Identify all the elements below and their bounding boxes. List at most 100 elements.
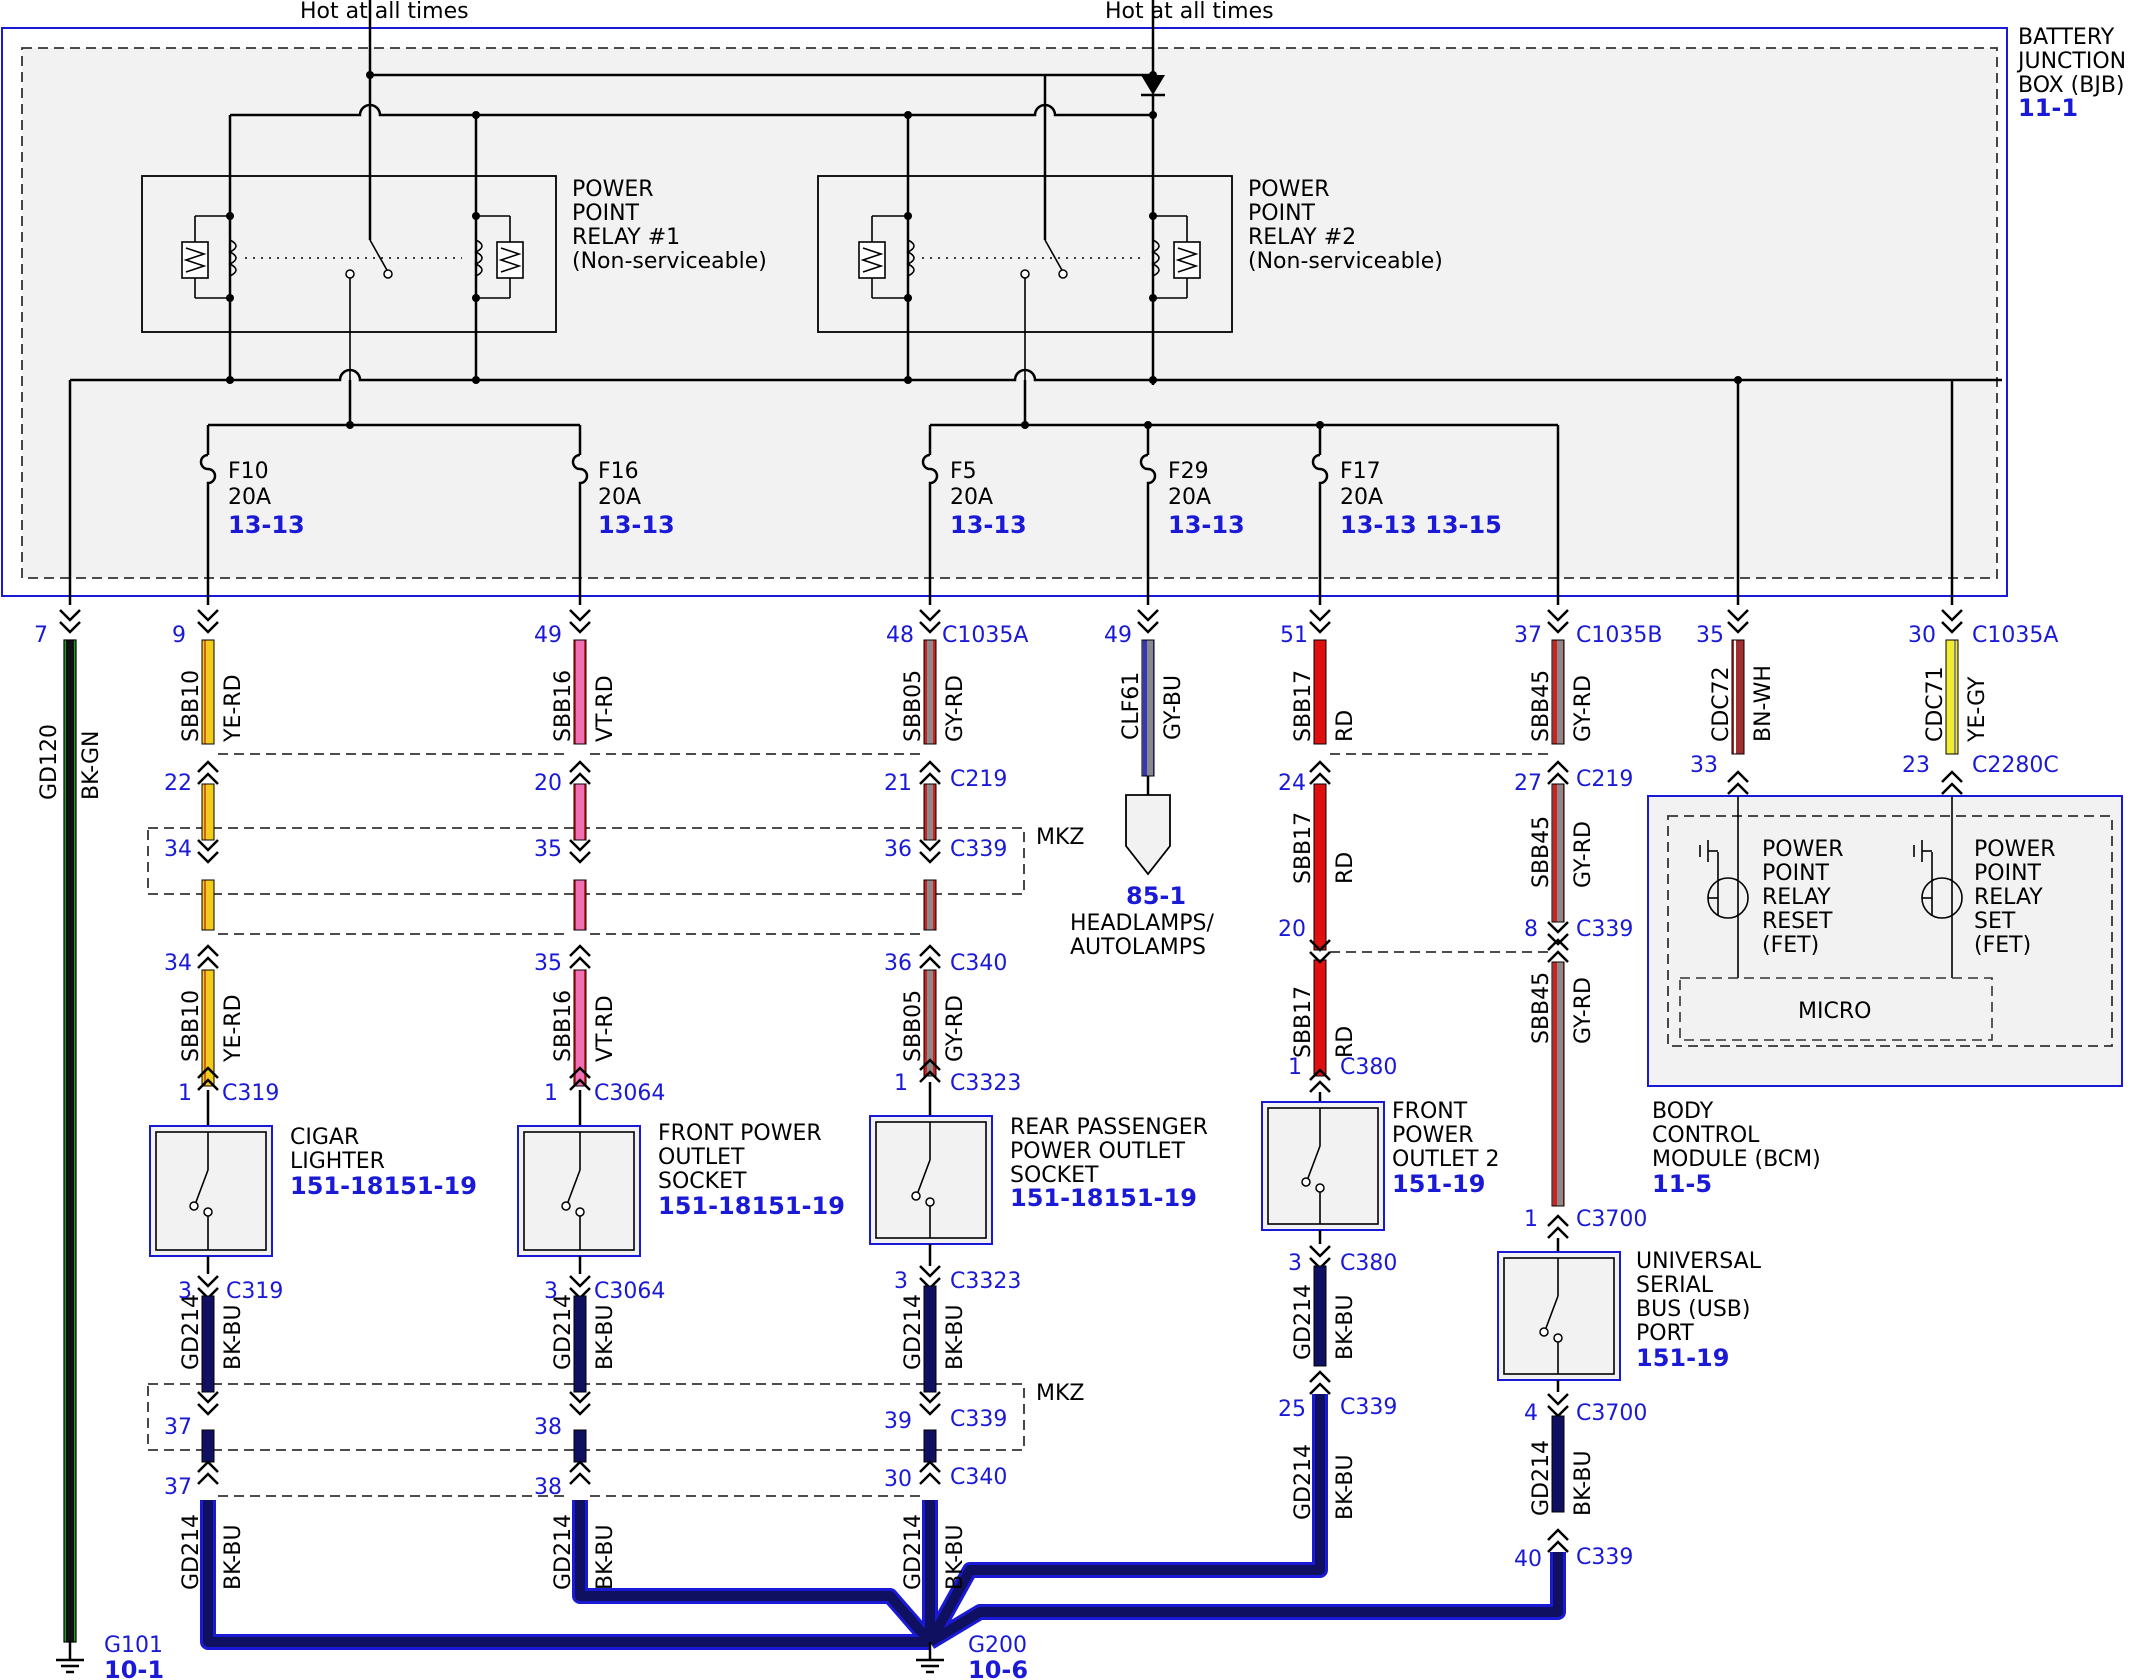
fuse-f10-name: F10 <box>228 459 269 484</box>
bcm-reset-4: RESET <box>1762 909 1833 934</box>
bcm-reset-5: (FET) <box>1762 933 1819 958</box>
fuse-f16-name: F16 <box>598 459 639 484</box>
pin-usb-top: 1 <box>1524 1207 1538 1232</box>
fuse-f10-ref: 13-13 <box>228 511 305 539</box>
pin-gd214-c339-3: 39 <box>884 1409 912 1434</box>
conn-c340-gd214: C340 <box>950 1465 1007 1490</box>
gd214-id-5: GD214 <box>901 1294 926 1370</box>
gd214-id-7: GD214 <box>1291 1284 1316 1360</box>
bcm-set-3: RELAY <box>1974 885 2043 910</box>
mkz-label-bottom: MKZ <box>1036 1381 1084 1406</box>
pin-gd214-c340-2: 38 <box>534 1475 562 1500</box>
conn-c1035b: C1035B <box>1576 623 1662 648</box>
bjb-title-1: BATTERY <box>2018 25 2115 50</box>
cdc71-id: CDC71 <box>1923 666 1948 742</box>
headlamps-line-2: AUTOLAMPS <box>1070 935 1206 960</box>
sbb17-color-3: RD <box>1333 1026 1358 1058</box>
conn-c3064-bottom: C3064 <box>594 1279 665 1304</box>
gd214-id-2: GD214 <box>179 1514 204 1590</box>
sbb45-id-1: SBB45 <box>1529 670 1554 742</box>
headlamps-line-1: HEADLAMPS/ <box>1070 911 1214 936</box>
pin-sbb10-c339: 34 <box>164 837 192 862</box>
ground-g101-name: G101 <box>104 1633 163 1658</box>
conn-c339-gd214: C339 <box>950 1407 1007 1432</box>
pin-sbb05-c339: 36 <box>884 837 912 862</box>
gd214-id-4: GD214 <box>551 1514 576 1590</box>
conn-c340-sbb05: C340 <box>950 951 1007 976</box>
cdc72-color: BN-WH <box>1751 665 1776 742</box>
usb-ref: 151-19 <box>1636 1344 1729 1372</box>
bcm-title-1: BODY <box>1652 1099 1714 1124</box>
sbb45-color-3: GY-RD <box>1571 977 1596 1044</box>
clf61-id: CLF61 <box>1119 672 1144 740</box>
usb-line-2: SERIAL <box>1636 1273 1714 1298</box>
pin-sbb05-c219: 21 <box>884 771 912 796</box>
fpo2-ref: 151-19 <box>1392 1170 1485 1198</box>
bcm-title-2: CONTROL <box>1652 1123 1760 1148</box>
gd214-color-7: BK-BU <box>1333 1294 1358 1360</box>
rear-passenger-outlet-switch <box>869 1115 993 1266</box>
bcm-reset-2: POINT <box>1762 861 1830 886</box>
pin-cigar-bottom: 3 <box>178 1279 192 1304</box>
rear-outlet-line-3: SOCKET <box>1010 1163 1099 1188</box>
sbb17-id-1: SBB17 <box>1291 670 1316 742</box>
gd214-id-3: GD214 <box>551 1294 576 1370</box>
bcm-micro: MICRO <box>1798 999 1871 1024</box>
fpo2-line-3: OUTLET 2 <box>1392 1147 1499 1172</box>
sbb10-id-2: SBB10 <box>179 990 204 1062</box>
rear-outlet-line-1: REAR PASSENGER <box>1010 1115 1208 1140</box>
fpo2-line-2: POWER <box>1392 1123 1474 1148</box>
conn-c3323-bottom: C3323 <box>950 1269 1021 1294</box>
gd214-id-6: GD214 <box>901 1514 926 1590</box>
fuse-f5-rating: 20A <box>950 485 993 510</box>
sbb16-color-1: VT-RD <box>593 675 618 742</box>
usb-line-3: BUS (USB) <box>1636 1297 1750 1322</box>
pin-sbb16-c339: 35 <box>534 837 562 862</box>
pin-sbb17-c219: 24 <box>1278 771 1306 796</box>
pin-gd214-c339-4: 25 <box>1278 1397 1306 1422</box>
conn-c3700-top: C3700 <box>1576 1207 1647 1232</box>
fuse-f10-rating: 20A <box>228 485 271 510</box>
pin-sbb16-c340: 35 <box>534 951 562 976</box>
pin-sbb16-top: 49 <box>534 623 562 648</box>
bcm-title-3: MODULE (BCM) <box>1652 1147 1821 1172</box>
relay1-line-4: (Non-serviceable) <box>572 249 767 274</box>
pin-rear-outlet-top: 1 <box>894 1071 908 1096</box>
gd214-id-8: GD214 <box>1291 1444 1316 1520</box>
sbb17-color-2: RD <box>1333 852 1358 884</box>
fuse-f16-rating: 20A <box>598 485 641 510</box>
sbb05-color-2: GY-RD <box>943 995 968 1062</box>
sbb05-color-1: GY-RD <box>943 675 968 742</box>
cigar-lighter-ref: 151-18151-19 <box>290 1172 477 1200</box>
ground-g200-ref: 10-6 <box>968 1656 1028 1680</box>
sbb10-id-1: SBB10 <box>179 670 204 742</box>
pin-sbb10-top: 9 <box>172 623 186 648</box>
front-outlet-line-1: FRONT POWER <box>658 1121 822 1146</box>
cdc71-color: YE-GY <box>1965 676 1990 743</box>
clf61-column <box>1125 639 1171 876</box>
relay1-line-1: POWER <box>572 177 654 202</box>
conn-c319-top: C319 <box>222 1081 279 1106</box>
conn-c380-top: C380 <box>1340 1055 1397 1080</box>
gd214-color-2: BK-BU <box>221 1524 246 1590</box>
pin-sbb16-c219: 20 <box>534 771 562 796</box>
ground-g200-name: G200 <box>968 1633 1027 1658</box>
cigar-lighter-line-2: LIGHTER <box>290 1149 385 1174</box>
conn-c1035a-2: C1035A <box>1972 623 2058 648</box>
pin-cdc71-top: 30 <box>1908 623 1936 648</box>
conn-c2280c: C2280C <box>1972 753 2059 778</box>
hot-label-2: Hot at all times <box>1105 0 1274 24</box>
pin-sbb05-c340: 36 <box>884 951 912 976</box>
gd214-color-5: BK-BU <box>943 1304 968 1370</box>
pin-sbb45-top: 37 <box>1514 623 1542 648</box>
pin-sbb05-top: 48 <box>886 623 914 648</box>
pin-fpo-bottom: 3 <box>544 1279 558 1304</box>
bcm-ref: 11-5 <box>1652 1170 1712 1198</box>
usb-line-4: PORT <box>1636 1321 1694 1346</box>
usb-port-switch <box>1497 1251 1621 1392</box>
sbb45-color-1: GY-RD <box>1571 675 1596 742</box>
sbb05-id-1: SBB05 <box>901 670 926 742</box>
pin-sbb10-c219: 22 <box>164 771 192 796</box>
front-outlet-line-3: SOCKET <box>658 1169 747 1194</box>
bjb-inner-dashed <box>21 47 1998 579</box>
